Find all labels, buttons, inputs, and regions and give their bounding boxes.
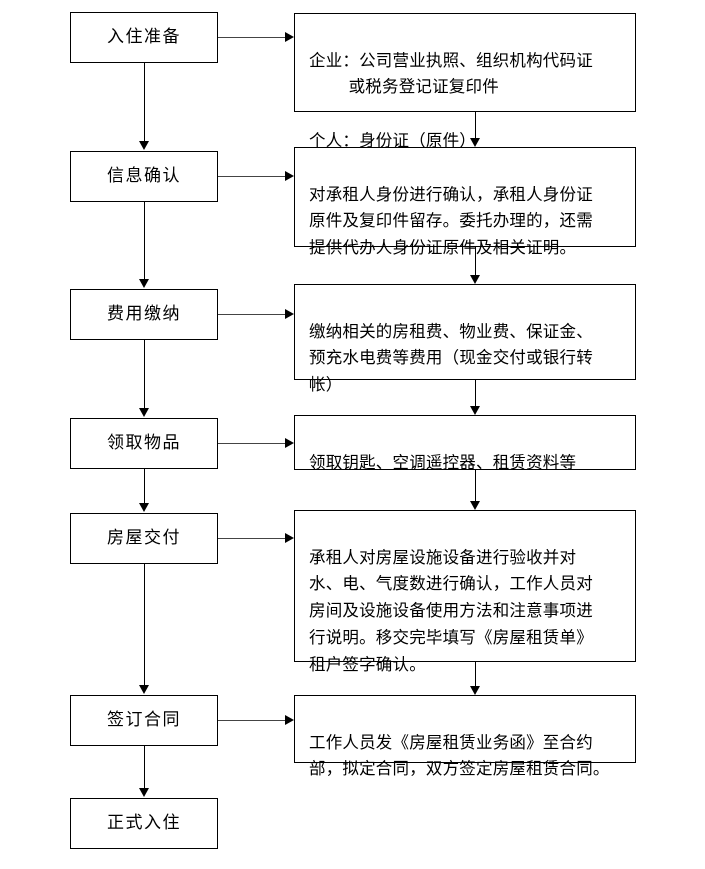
connector-line-5-6 bbox=[144, 564, 145, 686]
connector-line-step-5-detail bbox=[218, 538, 286, 539]
connector-line-4-5 bbox=[144, 469, 145, 504]
detail-line-6-1: 工作人员发《房屋租赁业务函》至合约 bbox=[309, 732, 593, 752]
process-box-step-2[interactable]: 信息确认 bbox=[70, 151, 218, 202]
detail-line-2-1: 对承租人身份进行确认，承租人身份证 bbox=[309, 184, 593, 204]
connector-line-step-4-detail bbox=[218, 443, 286, 444]
connector-arrow-step-4-detail bbox=[285, 437, 294, 448]
connector-line-step-2-detail bbox=[218, 176, 286, 177]
detail-line-1-2: 或税务登记证复印件 bbox=[348, 77, 499, 97]
detail-line-3-1: 缴纳相关的房租费、物业费、保证金、 bbox=[309, 321, 593, 341]
detail-line-2-3: 提供代办人身份证原件及相关证明。 bbox=[309, 238, 577, 258]
connector-arrow-step-6-detail bbox=[285, 714, 294, 725]
detail-connector-line-4-5 bbox=[475, 470, 476, 502]
detail-connector-arrow-4-5 bbox=[469, 501, 480, 510]
connector-line-6-7 bbox=[144, 746, 145, 789]
process-label-step-3: 费用缴纳 bbox=[107, 304, 181, 325]
detail-line-5-4: 行说明。移交完毕填写《房屋租赁单》 bbox=[309, 627, 593, 647]
detail-connector-line-3-4 bbox=[475, 380, 476, 407]
detail-connector-line-5-6 bbox=[475, 662, 476, 687]
process-box-step-4[interactable]: 领取物品 bbox=[70, 418, 218, 469]
connector-arrow-step-1-detail bbox=[285, 31, 294, 42]
detail-box-step-2[interactable]: 对承租人身份进行确认，承租人身份证 原件及复印件留存。委托办理的，还需 提供代办… bbox=[294, 147, 636, 257]
process-label-step-4: 领取物品 bbox=[107, 433, 181, 454]
connector-arrow-4-5 bbox=[138, 503, 149, 512]
connector-arrow-step-5-detail bbox=[285, 532, 294, 543]
connector-line-2-3 bbox=[144, 202, 145, 280]
detail-box-step-5[interactable]: 承租人对房屋设施设备进行验收并对 水、电、气度数进行确认，工作人员对 房间及设施… bbox=[294, 510, 636, 674]
detail-connector-arrow-3-4 bbox=[469, 406, 480, 415]
detail-line-5-3: 房间及设施设备使用方法和注意事项进 bbox=[309, 601, 593, 621]
connector-arrow-3-4 bbox=[138, 408, 149, 417]
process-label-step-5: 房屋交付 bbox=[107, 528, 181, 549]
process-label-step-7: 正式入住 bbox=[107, 813, 181, 834]
connector-arrow-6-7 bbox=[138, 788, 149, 797]
process-label-step-2: 信息确认 bbox=[107, 166, 181, 187]
detail-connector-line-2-3 bbox=[475, 247, 476, 275]
detail-box-step-3[interactable]: 缴纳相关的房租费、物业费、保证金、 预充水电费等费用（现金交付或银行转 帐） bbox=[294, 284, 636, 394]
detail-connector-arrow-2-3 bbox=[469, 275, 480, 284]
detail-box-step-4[interactable]: 领取钥匙、空调遥控器、租赁资料等 bbox=[294, 415, 636, 472]
detail-line-5-2: 水、电、气度数进行确认，工作人员对 bbox=[309, 574, 593, 594]
detail-box-step-6[interactable]: 工作人员发《房屋租赁业务函》至合约 部，拟定合同，双方签定房屋租赁合同。 bbox=[294, 695, 636, 778]
connector-line-step-1-detail bbox=[218, 37, 286, 38]
process-box-step-1[interactable]: 入住准备 bbox=[70, 12, 218, 63]
connector-line-3-4 bbox=[144, 340, 145, 409]
detail-connector-arrow-5-6 bbox=[469, 686, 480, 695]
detail-line-5-5: 租户签字确认。 bbox=[309, 654, 426, 674]
process-box-step-5[interactable]: 房屋交付 bbox=[70, 513, 218, 564]
connector-arrow-1-2 bbox=[138, 141, 149, 150]
detail-line-3-3: 帐） bbox=[309, 375, 343, 395]
detail-box-step-1[interactable]: 企业：公司营业执照、组织机构代码证 或税务登记证复印件 个人：身份证（原件） bbox=[294, 13, 636, 150]
process-box-step-6[interactable]: 签订合同 bbox=[70, 695, 218, 746]
detail-line-6-2: 部，拟定合同，双方签定房屋租赁合同。 bbox=[309, 759, 610, 779]
detail-line-4-1: 领取钥匙、空调遥控器、租赁资料等 bbox=[309, 452, 577, 472]
process-label-step-1: 入住准备 bbox=[107, 27, 181, 48]
detail-line-3-2: 预充水电费等费用（现金交付或银行转 bbox=[309, 348, 593, 368]
detail-line-1-3: 个人：身份证（原件） bbox=[309, 130, 476, 150]
detail-line-1-1: 企业：公司营业执照、组织机构代码证 bbox=[309, 50, 593, 70]
detail-line-5-1: 承租人对房屋设施设备进行验收并对 bbox=[309, 547, 577, 567]
connector-arrow-5-6 bbox=[138, 685, 149, 694]
connector-arrow-step-3-detail bbox=[285, 308, 294, 319]
process-box-step-7[interactable]: 正式入住 bbox=[70, 798, 218, 849]
process-box-step-3[interactable]: 费用缴纳 bbox=[70, 289, 218, 340]
connector-arrow-step-2-detail bbox=[285, 170, 294, 181]
connector-line-step-6-detail bbox=[218, 720, 286, 721]
detail-connector-line-1-2 bbox=[475, 112, 476, 139]
connector-line-step-3-detail bbox=[218, 314, 286, 315]
detail-line-2-2: 原件及复印件留存。委托办理的，还需 bbox=[309, 211, 593, 231]
process-label-step-6: 签订合同 bbox=[107, 710, 181, 731]
connector-arrow-2-3 bbox=[138, 279, 149, 288]
connector-line-1-2 bbox=[144, 63, 145, 142]
detail-connector-arrow-1-2 bbox=[469, 138, 480, 147]
